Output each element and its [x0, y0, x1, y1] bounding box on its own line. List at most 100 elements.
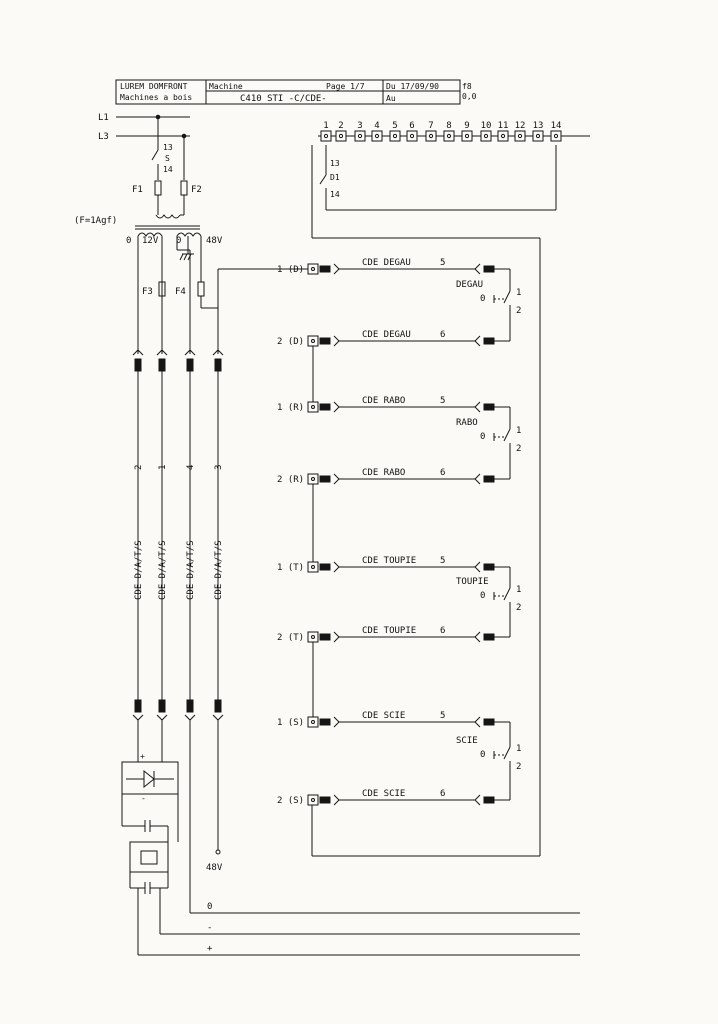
- connector-icon: [319, 473, 340, 485]
- terminal-10: [480, 130, 492, 142]
- switch-contact-2: 2: [516, 306, 521, 316]
- ref: f8: [462, 82, 472, 91]
- connector-icon: [474, 716, 495, 728]
- terminal-number: 7: [428, 121, 433, 131]
- revision: 0,0: [462, 92, 477, 101]
- output-text: 48V 0 - +: [206, 863, 223, 954]
- terminal-out-label: 2 (T): [277, 633, 304, 643]
- connector-icon: [319, 716, 340, 728]
- terminal-3: [354, 130, 366, 142]
- terminal-screw: [392, 133, 398, 139]
- control-circuits: [307, 263, 511, 806]
- output-plus: +: [207, 944, 213, 954]
- terminal-9: [461, 130, 473, 142]
- terminal-11: [497, 130, 509, 142]
- cable-label-out: CDE SCIE: [362, 789, 405, 799]
- terminal-number: 11: [498, 121, 509, 131]
- connector-icon: [212, 699, 224, 721]
- connector-icon: [156, 699, 168, 721]
- terminal-screw: [446, 133, 452, 139]
- transformer: [135, 214, 202, 237]
- cable-label-out: CDE DEGAU: [362, 330, 411, 340]
- connector-icon: [474, 401, 495, 413]
- terminal-screw: [517, 133, 523, 139]
- svg-text:+: +: [140, 752, 145, 761]
- connector-icon: [184, 699, 196, 721]
- switch-s: [151, 149, 159, 180]
- connector-icon: [319, 335, 340, 347]
- vertical-cables-bottom: [132, 699, 224, 721]
- terminal-out-label: 2 (D): [277, 337, 304, 347]
- l3-label: L3: [98, 132, 109, 142]
- svg-text:13: 13: [163, 143, 173, 152]
- output-minus: -: [207, 923, 212, 933]
- vertical-cable-label: CDE D/A/T/S: [186, 540, 196, 600]
- vertical-cable-number: 1: [158, 465, 168, 470]
- terminal-number: 10: [481, 121, 492, 131]
- switch-name: RABO: [456, 418, 478, 428]
- switch-contact-2: 2: [516, 444, 521, 454]
- output-0: 0: [207, 902, 212, 912]
- terminal-strip: [318, 130, 564, 142]
- wire-number-in: 5: [440, 556, 445, 566]
- terminal-screw: [464, 133, 470, 139]
- connector-icon: [474, 631, 495, 643]
- terminal-out-label: 2 (S): [277, 796, 304, 806]
- connector-icon: [319, 263, 340, 275]
- terminal-number: 6: [409, 121, 414, 131]
- vertical-cable-number: 3: [214, 465, 224, 470]
- terminal-8: [443, 130, 455, 142]
- wire-number-in: 5: [440, 258, 445, 268]
- cable-label-in: CDE DEGAU: [362, 258, 411, 268]
- terminal-screw: [374, 133, 380, 139]
- vertical-cable-number: 4: [186, 465, 196, 470]
- terminal-screw: [409, 133, 415, 139]
- f4-label: F4: [175, 287, 186, 297]
- output-48v: 48V: [206, 863, 223, 873]
- terminal-screw: [553, 133, 559, 139]
- connector-icon: [132, 699, 144, 721]
- 48v-label: 48V: [206, 236, 223, 246]
- terminal-out-label: 2 (R): [277, 475, 304, 485]
- svg-text:0: 0: [126, 236, 131, 246]
- title-block: [115, 79, 461, 105]
- fuse-f1: [154, 180, 162, 196]
- vertical-cable-label: CDE D/A/T/S: [214, 540, 224, 600]
- terminal-in-label: 1 (S): [277, 718, 304, 728]
- connector-icon: [474, 335, 495, 347]
- terminal-in-label: 1 (R): [277, 403, 304, 413]
- switch-name: SCIE: [456, 736, 478, 746]
- terminal-screw: [483, 133, 489, 139]
- terminal-number: 3: [357, 121, 362, 131]
- machine-label: Machine: [209, 82, 243, 91]
- connector-icon: [319, 794, 340, 806]
- terminal-2: [335, 130, 347, 142]
- wire-number-in: 5: [440, 396, 445, 406]
- regulator-module: [129, 841, 169, 894]
- switch-contact-2: 2: [516, 603, 521, 613]
- vertical-cable-number: 2: [134, 465, 144, 470]
- terminal-screw: [338, 133, 344, 139]
- 12v-label: 12V: [142, 236, 159, 246]
- terminal-screw: [323, 133, 329, 139]
- connector-icon: [319, 401, 340, 413]
- svg-text:0: 0: [176, 236, 181, 246]
- fuse-f4: [197, 281, 205, 297]
- switch-contact-0: 0: [480, 294, 485, 304]
- connector-icon: [474, 473, 495, 485]
- terminal-number: 4: [374, 121, 379, 131]
- vertical-cable-label: CDE D/A/T/S: [134, 540, 144, 600]
- switch-contact-1: 1: [516, 744, 521, 754]
- svg-text:13: 13: [330, 159, 340, 168]
- terminal-14: [550, 130, 562, 142]
- svg-text:14: 14: [330, 190, 340, 199]
- switch-contact-0: 0: [480, 591, 485, 601]
- terminal-screw: [500, 133, 506, 139]
- terminal-12: [514, 130, 526, 142]
- page-number: Page 1/7: [326, 82, 365, 91]
- cable-label-out: CDE RABO: [362, 468, 405, 478]
